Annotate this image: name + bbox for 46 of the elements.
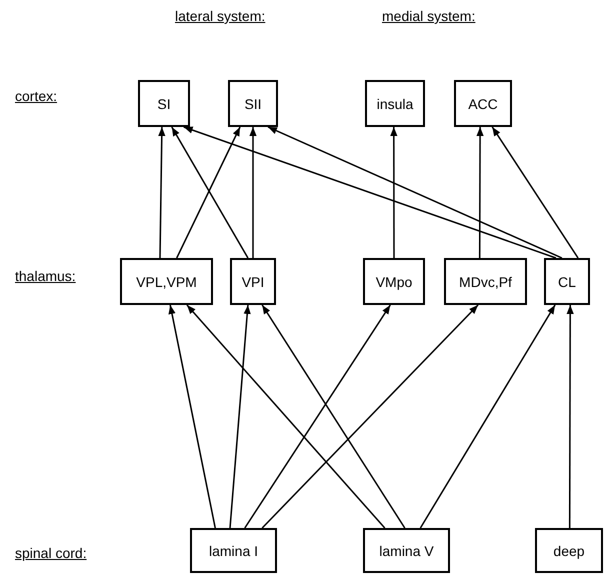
region-box	[120, 258, 213, 305]
arrow	[171, 126, 249, 258]
region-name: MDvc,Pf	[459, 274, 512, 290]
region-name: insula	[376, 96, 414, 112]
region-name: lamina I	[208, 542, 258, 558]
region-name: VPL,VPM	[136, 274, 197, 290]
region-box	[363, 258, 425, 305]
region-name: deep	[553, 542, 585, 558]
column-heading: lateral system:	[175, 8, 266, 24]
region-name: SII	[244, 96, 262, 112]
arrow	[176, 126, 241, 258]
region-box	[544, 258, 590, 305]
region-name: lamina V	[379, 542, 434, 558]
arrow	[229, 304, 251, 528]
arrow	[249, 127, 257, 258]
region-box	[190, 528, 277, 573]
region-box	[138, 80, 190, 127]
region-box	[363, 528, 450, 573]
region-box	[535, 528, 603, 573]
row-heading: spinal cord:	[15, 545, 87, 561]
arrow	[390, 127, 398, 258]
region-name: ACC	[468, 96, 498, 112]
arrow	[158, 126, 166, 258]
region-box	[228, 80, 278, 127]
arrow	[184, 126, 556, 259]
region-box	[444, 258, 527, 305]
region-box	[230, 258, 276, 305]
arrow	[262, 304, 406, 528]
column-heading: medial system:	[382, 8, 476, 24]
region-name: VMpo	[376, 274, 412, 290]
arrow	[262, 304, 479, 529]
row-heading: thalamus:	[15, 268, 76, 284]
region-name: SI	[157, 96, 171, 112]
arrow	[420, 304, 556, 528]
region-name: CL	[558, 274, 576, 290]
arrow	[244, 304, 391, 528]
arrow	[186, 304, 386, 528]
row-heading: cortex:	[15, 88, 58, 104]
region-box	[454, 80, 512, 127]
region-name: VPI	[242, 274, 264, 290]
arrow	[168, 304, 216, 528]
arrow	[566, 305, 574, 528]
arrow	[268, 126, 562, 259]
arrow	[476, 127, 484, 258]
region-box	[365, 80, 425, 127]
arrow	[492, 126, 579, 258]
